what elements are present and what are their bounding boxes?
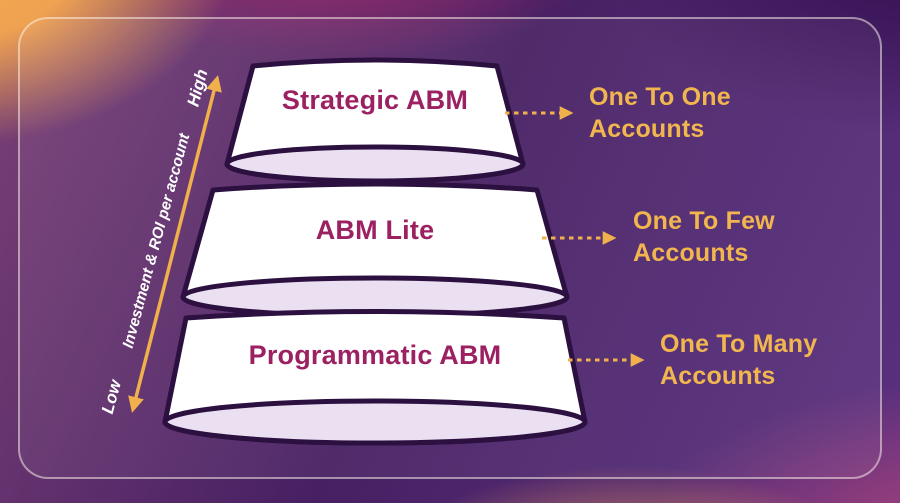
- tier-programmatic-abm-shape: [162, 309, 588, 446]
- reach-label-line2: Accounts: [660, 362, 776, 390]
- reach-label-line2: Accounts: [633, 239, 749, 267]
- reach-label-line1: One To Many: [660, 330, 818, 358]
- tier-abm-lite-shape: [180, 181, 570, 319]
- reach-label-line2: Accounts: [589, 115, 705, 143]
- investment-roi-axis-arrow: [128, 75, 222, 413]
- reach-label-line1: One To Few: [633, 207, 775, 235]
- tier-1-base-ellipse: [224, 144, 526, 184]
- tier-strategic-abm-shape: [224, 57, 526, 184]
- tier-3-label: Programmatic ABM: [248, 340, 502, 370]
- reach-label-one-to-few: One To Few Accounts: [633, 205, 775, 269]
- tier-1-label: Strategic ABM: [281, 85, 469, 115]
- tier-2-label: ABM Lite: [315, 215, 435, 245]
- tier-3-base-ellipse: [162, 398, 588, 446]
- reach-label-line1: One To One: [589, 83, 731, 111]
- reach-label-one-to-many: One To Many Accounts: [660, 328, 817, 392]
- reach-label-one-to-one: One To One Accounts: [589, 81, 731, 145]
